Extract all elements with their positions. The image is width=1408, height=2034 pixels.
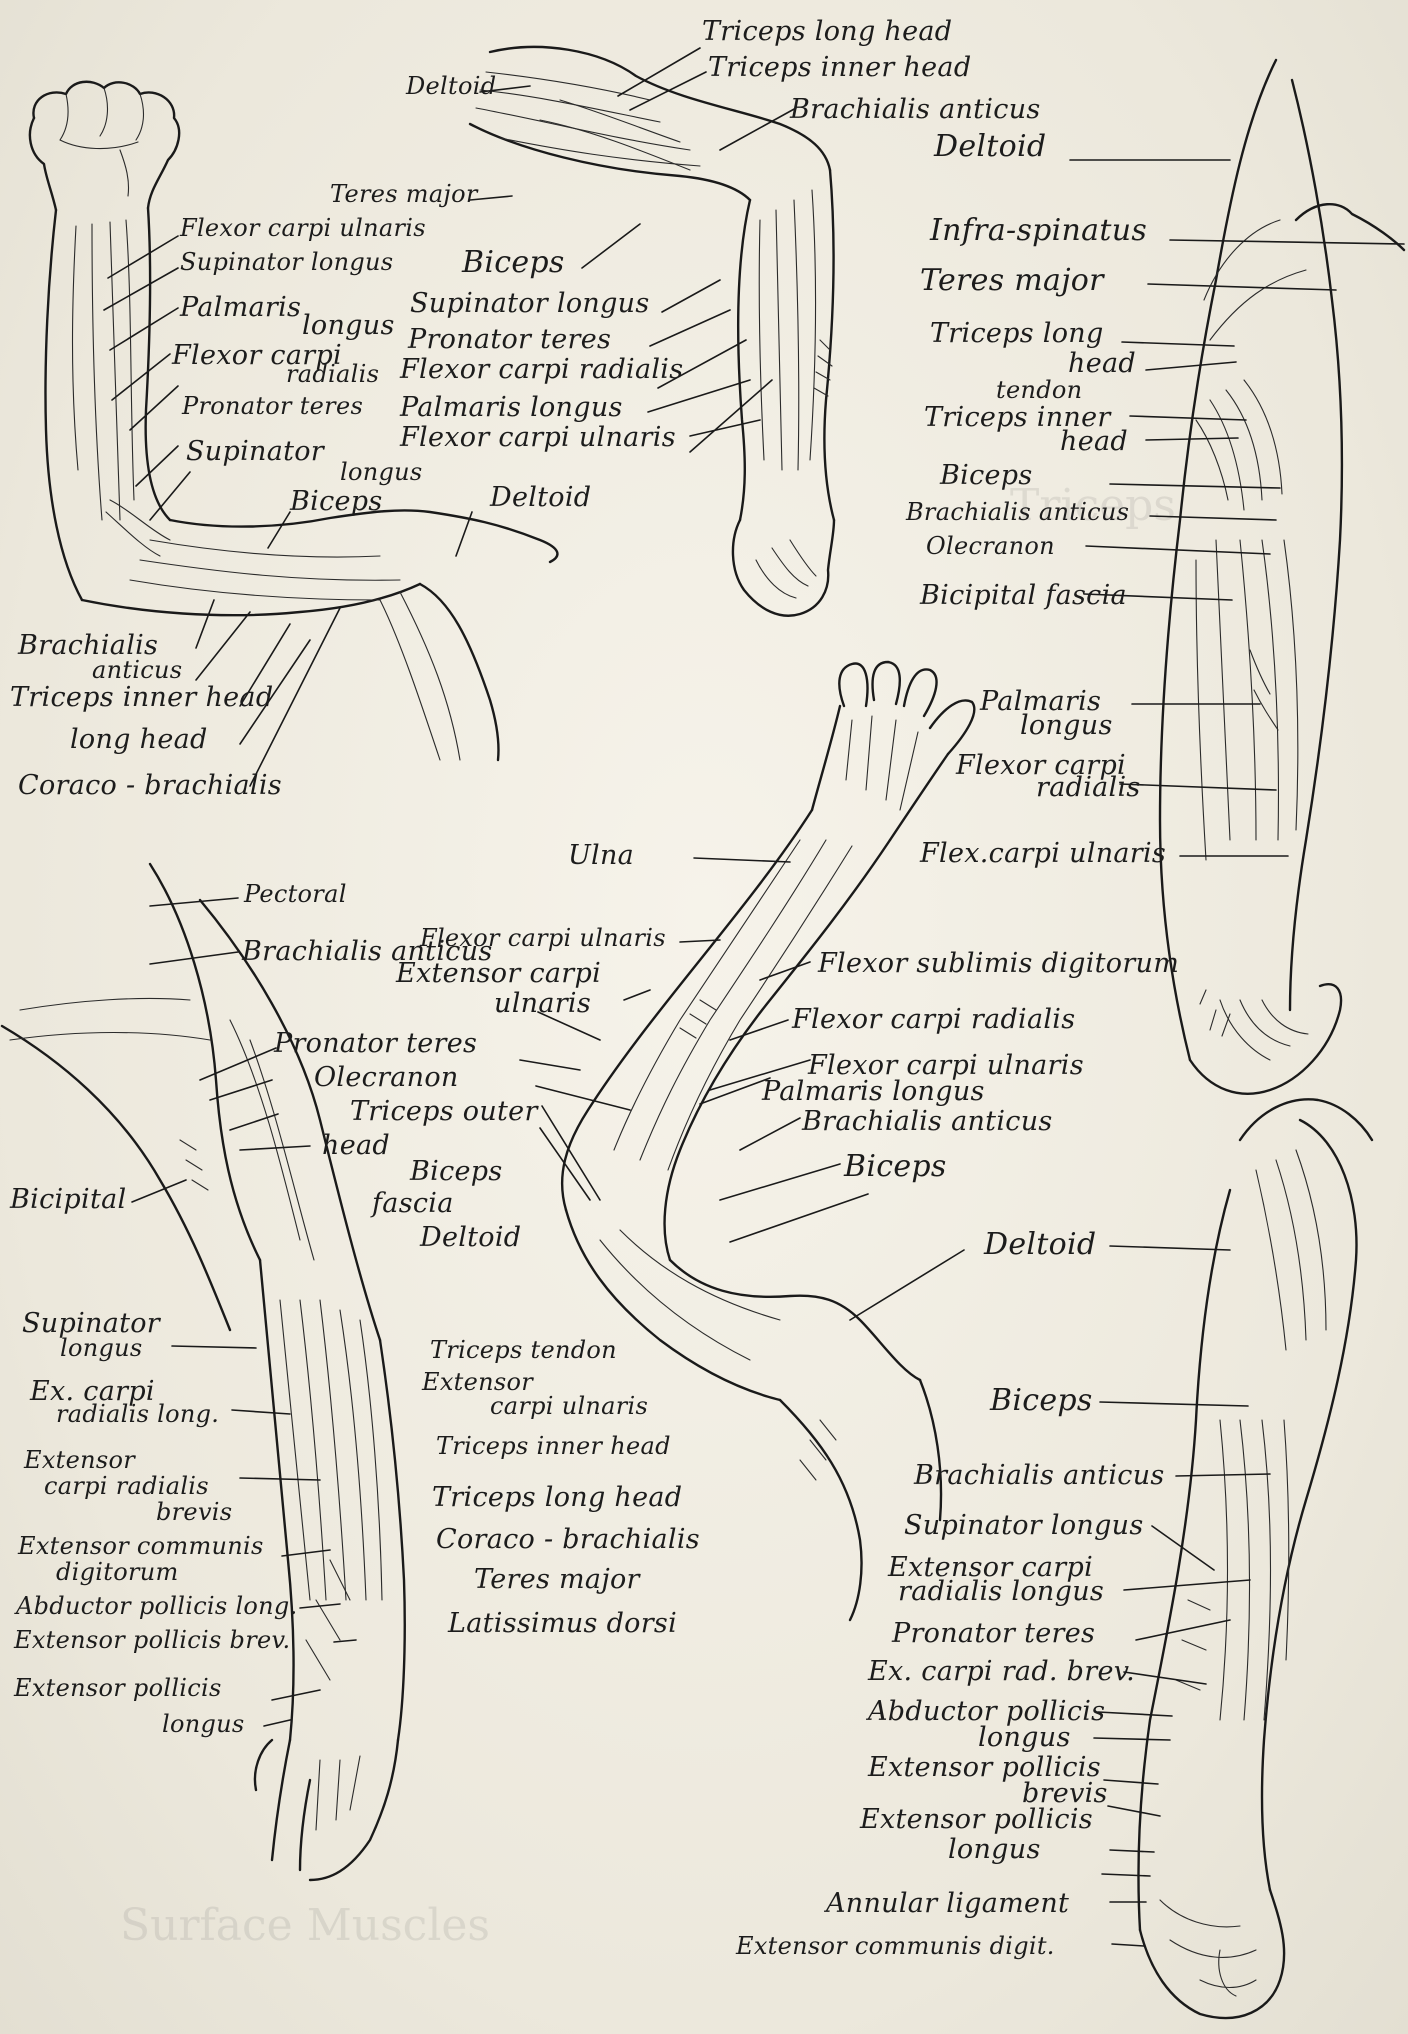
label-long-head: long head <box>70 726 208 753</box>
label-pronator-teres: Pronator teres <box>182 394 363 418</box>
label-extensor-pollicis-brevis: brevis <box>1022 1780 1108 1807</box>
label-triceps-long-head: Triceps long head <box>432 1484 682 1511</box>
label-ex-carpi-rad-brev: Ex. carpi rad. brev. <box>868 1658 1135 1685</box>
label-triceps-tendon: Triceps tendon <box>430 1338 617 1362</box>
label-ex-carpi-radialis-long: radialis long. <box>56 1402 219 1426</box>
label-supinator: Supinator <box>22 1310 160 1337</box>
lower-right-arm-figure <box>1094 1099 1372 2018</box>
label-palmaris: Palmaris <box>180 294 301 321</box>
label-supinator-longus-2: longus <box>340 460 423 484</box>
label-deltoid: Deltoid <box>984 1230 1096 1260</box>
label-infra-spinatus: Infra-spinatus <box>930 216 1147 246</box>
label-flex-carpi-ulnaris: Flex.carpi ulnaris <box>920 840 1166 867</box>
label-extensor: Extensor <box>24 1448 135 1472</box>
label-extensor-carpi-radialis-brevis: brevis <box>156 1500 232 1524</box>
label-annular-ligament: Annular ligament <box>826 1890 1069 1917</box>
label-extensor-communis: Extensor communis <box>18 1534 264 1558</box>
label-brachialis: Brachialis <box>18 632 158 659</box>
label-biceps: Biceps <box>844 1152 947 1182</box>
label-extensor-communis-digitorum: digitorum <box>56 1560 179 1584</box>
label-palmaris-longus-3: longus <box>1020 712 1113 739</box>
label-palmaris-longus: Palmaris longus <box>762 1078 985 1105</box>
label-olecranon: Triceps outer <box>350 1098 538 1125</box>
label-brachialis-anticus: Pronator teres <box>274 1030 477 1057</box>
label-biceps: Bicipital <box>10 1186 126 1213</box>
label-supinator-longus: longus <box>60 1336 143 1360</box>
label-coraco-brachialis: Coraco - brachialis <box>18 772 282 799</box>
label-pectoral: Brachialis anticus <box>242 938 493 965</box>
label-biceps: Biceps <box>462 248 565 278</box>
label-flexor-carpi-radialis: Flexor carpi radialis <box>400 356 683 383</box>
label-extensor: Extensor <box>422 1370 533 1394</box>
label-extensor-carpi-ulnaris: ulnaris <box>494 990 591 1017</box>
label-brachialis-anticus: Brachialis anticus <box>802 1108 1053 1135</box>
label-flexor-carpi-radialis: Flexor carpi radialis <box>792 1006 1075 1033</box>
label-extensor-carpi-ulnaris: carpi ulnaris <box>490 1394 648 1418</box>
label-triceps-long-head: Triceps long head <box>702 18 952 45</box>
label-supinator-longus: Supinator longus <box>410 290 650 317</box>
label-flexor-sublimis-digitorum: Flexor sublimis digitorum <box>818 950 1179 977</box>
label-bicipital: fascia <box>372 1190 454 1217</box>
label-pronator-teres: Pronator teres <box>408 326 611 353</box>
label-extensor-pollicis-longus: longus <box>948 1836 1041 1863</box>
label-triceps-inner-head: Triceps inner head <box>436 1434 671 1458</box>
label-extensor-pollicis: Extensor pollicis <box>860 1806 1093 1833</box>
label-olecranon: Olecranon <box>926 534 1055 558</box>
label-extensor-pollicis-brev: Extensor pollicis brev. <box>14 1628 290 1652</box>
label-abductor-pollicis-longus: longus <box>978 1724 1071 1751</box>
diagonal-arm-open-hand-figure <box>520 662 974 1620</box>
label-triceps-tendon: tendon <box>996 378 1082 402</box>
label-pronator-teres: Pronator teres <box>892 1620 1095 1647</box>
label-triceps-inner-head-2: head <box>1060 428 1128 455</box>
label-extensor-pollicis: Extensor pollicis <box>868 1754 1101 1781</box>
label-flexor-carpi-radialis-3: radialis <box>1036 774 1141 801</box>
label-bicipital-fascia: Bicipital fascia <box>920 582 1127 609</box>
label-deltoid: Deltoid <box>406 74 496 98</box>
label-palmaris-longus-2: longus <box>302 312 395 339</box>
label-pronator-teres: Olecranon <box>314 1064 459 1091</box>
label-extensor-pollicis-longus: longus <box>162 1712 245 1736</box>
label-triceps-long-head-2: head <box>1068 350 1136 377</box>
label-brachialis-anticus: Brachialis anticus <box>790 96 1041 123</box>
label-latissimus-dorsi: Latissimus dorsi <box>448 1610 677 1637</box>
label-triceps-outer: head <box>322 1132 390 1159</box>
label-extensor-carpi-radialis: carpi radialis <box>44 1474 209 1498</box>
label-extensor-carpi-radialis-longus: radialis longus <box>898 1578 1104 1605</box>
label-deltoid: Pectoral <box>244 882 347 906</box>
label-flexor-carpi-ulnaris: Flexor carpi ulnaris <box>400 424 676 451</box>
label-flexor-carpi-radialis-2: radialis <box>286 362 379 386</box>
label-teres-major: Teres major <box>920 266 1104 296</box>
label-brachialis-anticus: Brachialis anticus <box>906 500 1129 524</box>
label-extensor-pollicis: Extensor pollicis <box>14 1676 222 1700</box>
label-flexor-carpi-ulnaris-2: Flexor carpi ulnaris <box>808 1052 1084 1079</box>
label-supinator-longus: Supinator longus <box>904 1512 1144 1539</box>
label-biceps: Biceps <box>990 1386 1093 1416</box>
label-triceps-inner-head: Triceps inner head <box>708 54 971 81</box>
label-ulna: Ulna <box>568 842 634 869</box>
label-deltoid: Deltoid <box>934 132 1046 162</box>
label-coraco-brachialis: Coraco - brachialis <box>436 1526 700 1553</box>
label-flexor-carpi-ulnaris: Flexor carpi ulnaris <box>180 216 426 240</box>
label-palmaris-longus: Palmaris longus <box>400 394 623 421</box>
label-triceps-inner-head: Triceps inner head <box>10 684 273 711</box>
label-biceps: Biceps <box>940 462 1033 489</box>
label-triceps-long: Triceps long <box>930 320 1104 347</box>
label-teres-major: Teres major <box>330 182 478 206</box>
label-abductor-pollicis: Abductor pollicis <box>868 1698 1105 1725</box>
label-supinator: Supinator <box>186 438 324 465</box>
label-brachialis-anticus: Brachialis anticus <box>914 1462 1165 1489</box>
label-brachialis-anticus: anticus <box>92 658 182 682</box>
label-bicipital-fascia: Deltoid <box>420 1224 521 1251</box>
label-teres-major: Teres major <box>474 1566 640 1593</box>
label-deltoid: Deltoid <box>490 484 591 511</box>
label-supinator-longus: Supinator longus <box>180 250 393 274</box>
label-triceps-outer-head: Biceps <box>410 1158 503 1185</box>
label-abductor-pollicis-long: Abductor pollicis long. <box>16 1594 298 1618</box>
label-biceps: Biceps <box>290 488 383 515</box>
label-extensor-communis-digit: Extensor communis digit. <box>736 1934 1055 1958</box>
